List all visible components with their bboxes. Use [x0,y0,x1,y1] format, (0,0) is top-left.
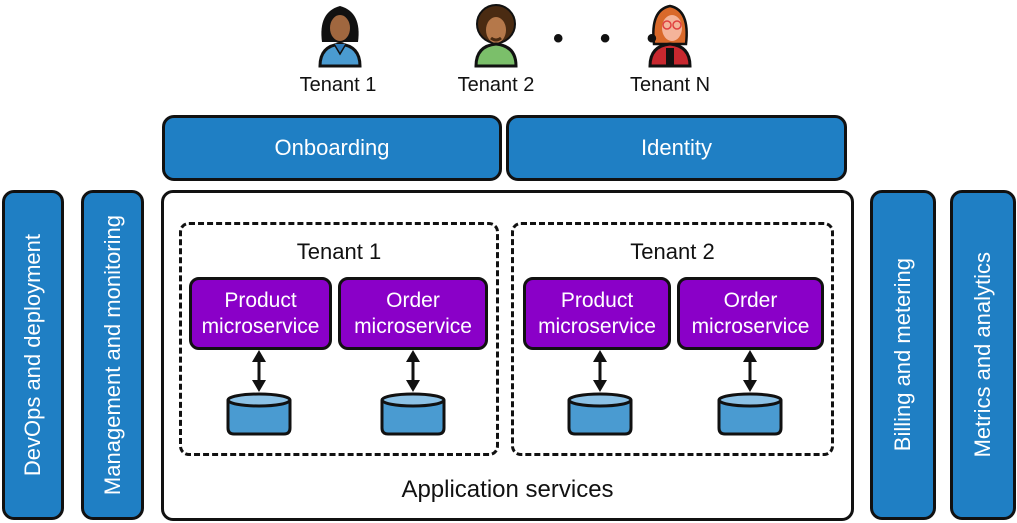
application-services-container [161,190,854,521]
microservice-name: Product [560,288,634,312]
devops-service: DevOps and deployment [2,190,64,520]
order-microservice: Order microservice [677,277,824,350]
woman-glasses-avatar-icon [648,4,692,68]
product-microservice: Product microservice [189,277,332,350]
ellipsis: • • • [553,22,672,55]
management-service: Management and monitoring [81,190,144,520]
database-arrow-product-1 [226,348,292,436]
onboarding-service: Onboarding [162,115,502,181]
identity-label: Identity [641,135,712,160]
metrics-service: Metrics and analytics [950,190,1016,520]
database-arrow-order-2 [717,348,783,436]
microservice-name: Order [386,288,440,312]
microservice-type: microservice [691,314,810,338]
application-services-label: Application services [401,476,614,503]
woman-avatar-icon [318,6,362,68]
product-microservice: Product microservice [523,277,671,350]
microservice-name: Product [224,288,297,312]
tenant-group-title: Tenant 2 [630,239,715,264]
microservice-name: Order [723,288,778,312]
database-arrow-product-2 [567,348,633,436]
identity-service: Identity [506,115,847,181]
order-microservice: Order microservice [338,277,488,350]
man-avatar-icon [474,4,518,68]
tenant-n-label: Tenant N [629,74,711,96]
database-arrow-order-1 [380,348,446,436]
tenant-2-label: Tenant 2 [457,74,535,96]
billing-service: Billing and metering [870,190,936,520]
microservice-type: microservice [538,314,656,338]
tenant-2-group: Tenant 2 [511,222,834,456]
tenant-1-group: Tenant 1 [179,222,499,456]
microservice-type: microservice [354,314,472,338]
onboarding-label: Onboarding [274,135,390,160]
microservice-type: microservice [201,314,320,338]
tenant-1-label: Tenant 1 [299,74,377,96]
tenant-group-title: Tenant 1 [296,239,382,264]
